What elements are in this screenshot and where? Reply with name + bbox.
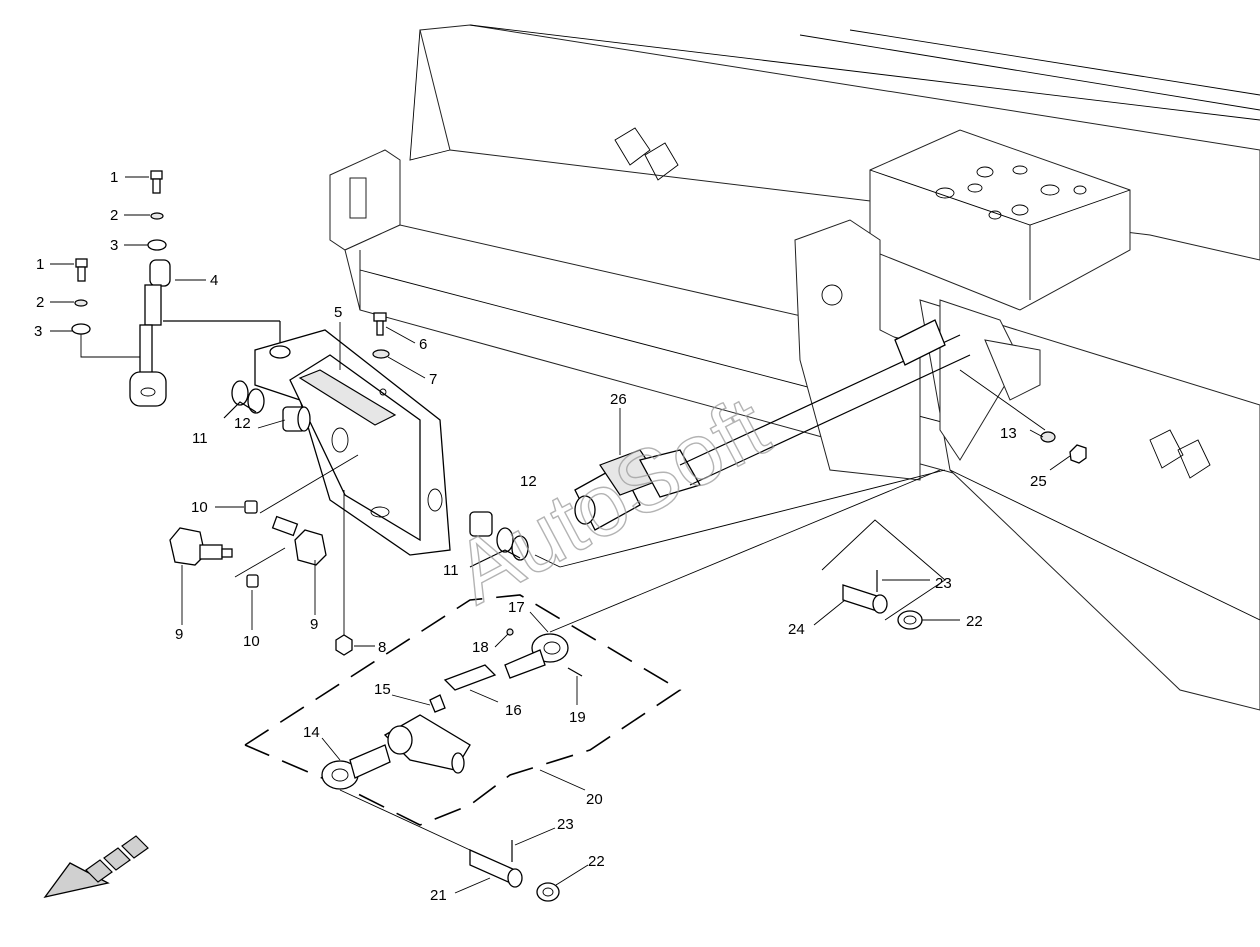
rod-end-assembly bbox=[244, 469, 941, 851]
callout-15: 15 bbox=[374, 681, 391, 698]
pin-assembly-bottom bbox=[469, 840, 560, 902]
callout-18: 18 bbox=[472, 639, 489, 656]
callout-26: 26 bbox=[610, 391, 627, 408]
callout-25: 25 bbox=[1030, 473, 1047, 490]
callout-22-bottom: 22 bbox=[588, 853, 605, 870]
pin-assembly-right bbox=[821, 519, 946, 630]
callout-20: 20 bbox=[586, 791, 603, 808]
bushing-set-left bbox=[223, 380, 311, 432]
callout-3-lower: 3 bbox=[34, 323, 42, 340]
callout-1-upper: 1 bbox=[110, 169, 118, 186]
callout-21: 21 bbox=[430, 887, 447, 904]
watermark-text: AutoSoft bbox=[439, 377, 784, 623]
callout-22-right: 22 bbox=[966, 613, 983, 630]
callout-23-bottom: 23 bbox=[557, 816, 574, 833]
callout-9-left: 9 bbox=[175, 626, 183, 643]
callout-1-lower: 1 bbox=[36, 256, 44, 273]
washer-nut-right bbox=[1040, 431, 1087, 464]
callout-labels: 1 2 3 1 2 3 4 5 6 7 8 9 9 10 10 11 11 12… bbox=[34, 169, 1047, 904]
callout-5: 5 bbox=[334, 304, 342, 321]
bolt-and-washer bbox=[372, 312, 390, 359]
callout-12-right: 12 bbox=[520, 473, 537, 490]
bushing-set-right bbox=[469, 511, 529, 568]
callout-10-upper: 10 bbox=[191, 499, 208, 516]
drive-shaft-ujoint bbox=[534, 319, 1046, 568]
fastener-group bbox=[169, 454, 359, 656]
callout-11-left: 11 bbox=[192, 430, 208, 447]
callout-4: 4 bbox=[210, 272, 218, 289]
header-frame bbox=[329, 24, 1260, 711]
callout-11-right: 11 bbox=[443, 562, 459, 579]
callout-17: 17 bbox=[508, 599, 525, 616]
linkage-rod-assembly bbox=[71, 170, 281, 407]
callout-19: 19 bbox=[569, 709, 586, 726]
callout-24: 24 bbox=[788, 621, 805, 638]
callout-23-right: 23 bbox=[935, 575, 952, 592]
callout-2-lower: 2 bbox=[36, 294, 44, 311]
callout-16: 16 bbox=[505, 702, 522, 719]
direction-arrow-icon bbox=[43, 835, 149, 899]
callout-14: 14 bbox=[303, 724, 320, 741]
leader-lines bbox=[50, 176, 1071, 894]
callout-9-right: 9 bbox=[310, 616, 318, 633]
callout-10-lower: 10 bbox=[243, 633, 260, 650]
callout-8: 8 bbox=[378, 639, 386, 656]
callout-6: 6 bbox=[419, 336, 427, 353]
callout-7: 7 bbox=[429, 371, 437, 388]
callout-3-upper: 3 bbox=[110, 237, 118, 254]
callout-13: 13 bbox=[1000, 425, 1017, 442]
callout-2-upper: 2 bbox=[110, 207, 118, 224]
callout-12-left: 12 bbox=[234, 415, 251, 432]
pivot-bracket bbox=[254, 329, 451, 640]
